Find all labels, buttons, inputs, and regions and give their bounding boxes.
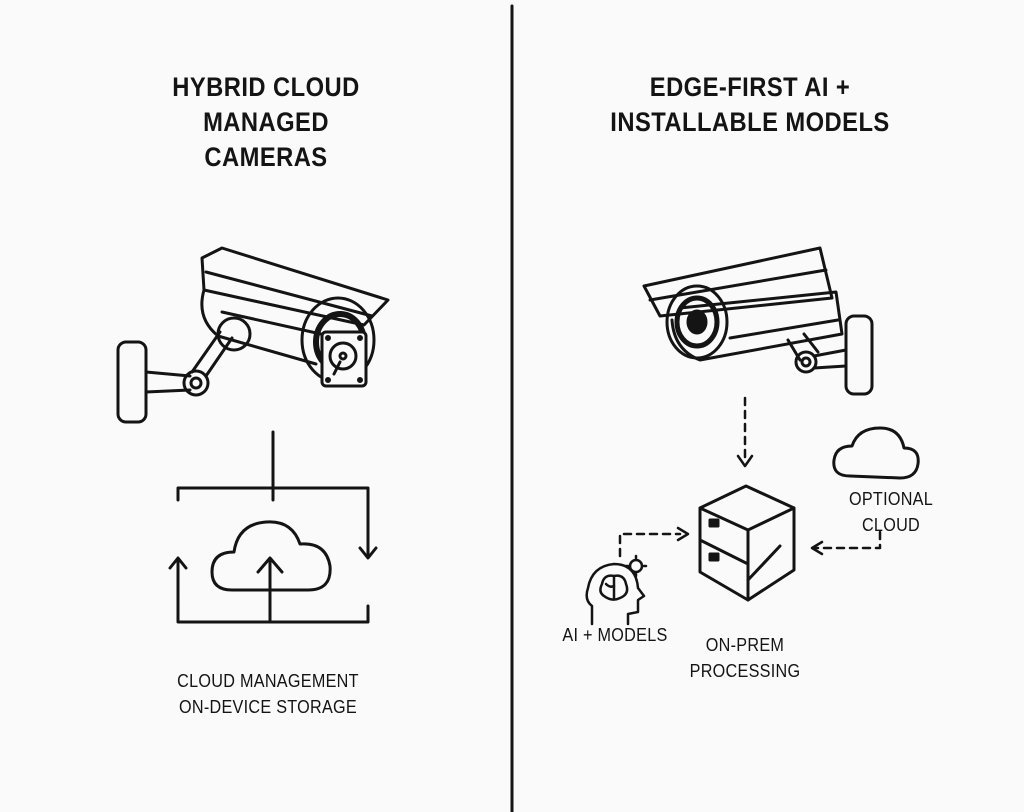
left-caption: CLOUD MANAGEMENT ON-DEVICE STORAGE: [144, 668, 392, 720]
left-camera-icon: [116, 246, 390, 424]
optional-cloud-label: OPTIONAL CLOUD: [827, 486, 955, 538]
left-caption-line-2: ON-DEVICE STORAGE: [178, 697, 358, 717]
right-title-line-2: INSTALLABLE MODELS: [610, 107, 890, 137]
server-box-icon: [698, 484, 796, 602]
hard-drive-icon: [320, 330, 368, 388]
cloud-upload-icon: [210, 520, 332, 624]
optional-cloud-line-1: OPTIONAL: [848, 489, 934, 509]
ai-models-text: AI + MODELS: [562, 625, 668, 645]
right-panel-title: EDGE-FIRST AI + INSTALLABLE MODELS: [600, 70, 899, 140]
on-prem-processing-label: ON-PREM PROCESSING: [669, 632, 822, 684]
left-title-line-2: MANAGED: [203, 107, 329, 137]
left-title-line-3: CAMERAS: [204, 142, 328, 172]
optional-cloud-line-2: CLOUD: [861, 515, 921, 535]
right-camera-icon: [642, 246, 874, 396]
processing-line-2: PROCESSING: [689, 661, 801, 681]
right-title-line-1: EDGE-FIRST AI +: [649, 72, 851, 102]
ai-models-label: AI + MODELS: [548, 622, 683, 648]
left-title-line-1: HYBRID CLOUD: [172, 72, 360, 102]
cloud-icon: [832, 426, 920, 480]
ai-brain-head-icon: [585, 554, 648, 626]
sync-flow-arrows: [168, 430, 378, 624]
processing-line-1: ON-PREM: [705, 635, 785, 655]
data-flow-arrows: [618, 396, 882, 558]
left-caption-line-1: CLOUD MANAGEMENT: [177, 671, 359, 691]
left-panel-title: HYBRID CLOUD MANAGED CAMERAS: [134, 70, 398, 175]
